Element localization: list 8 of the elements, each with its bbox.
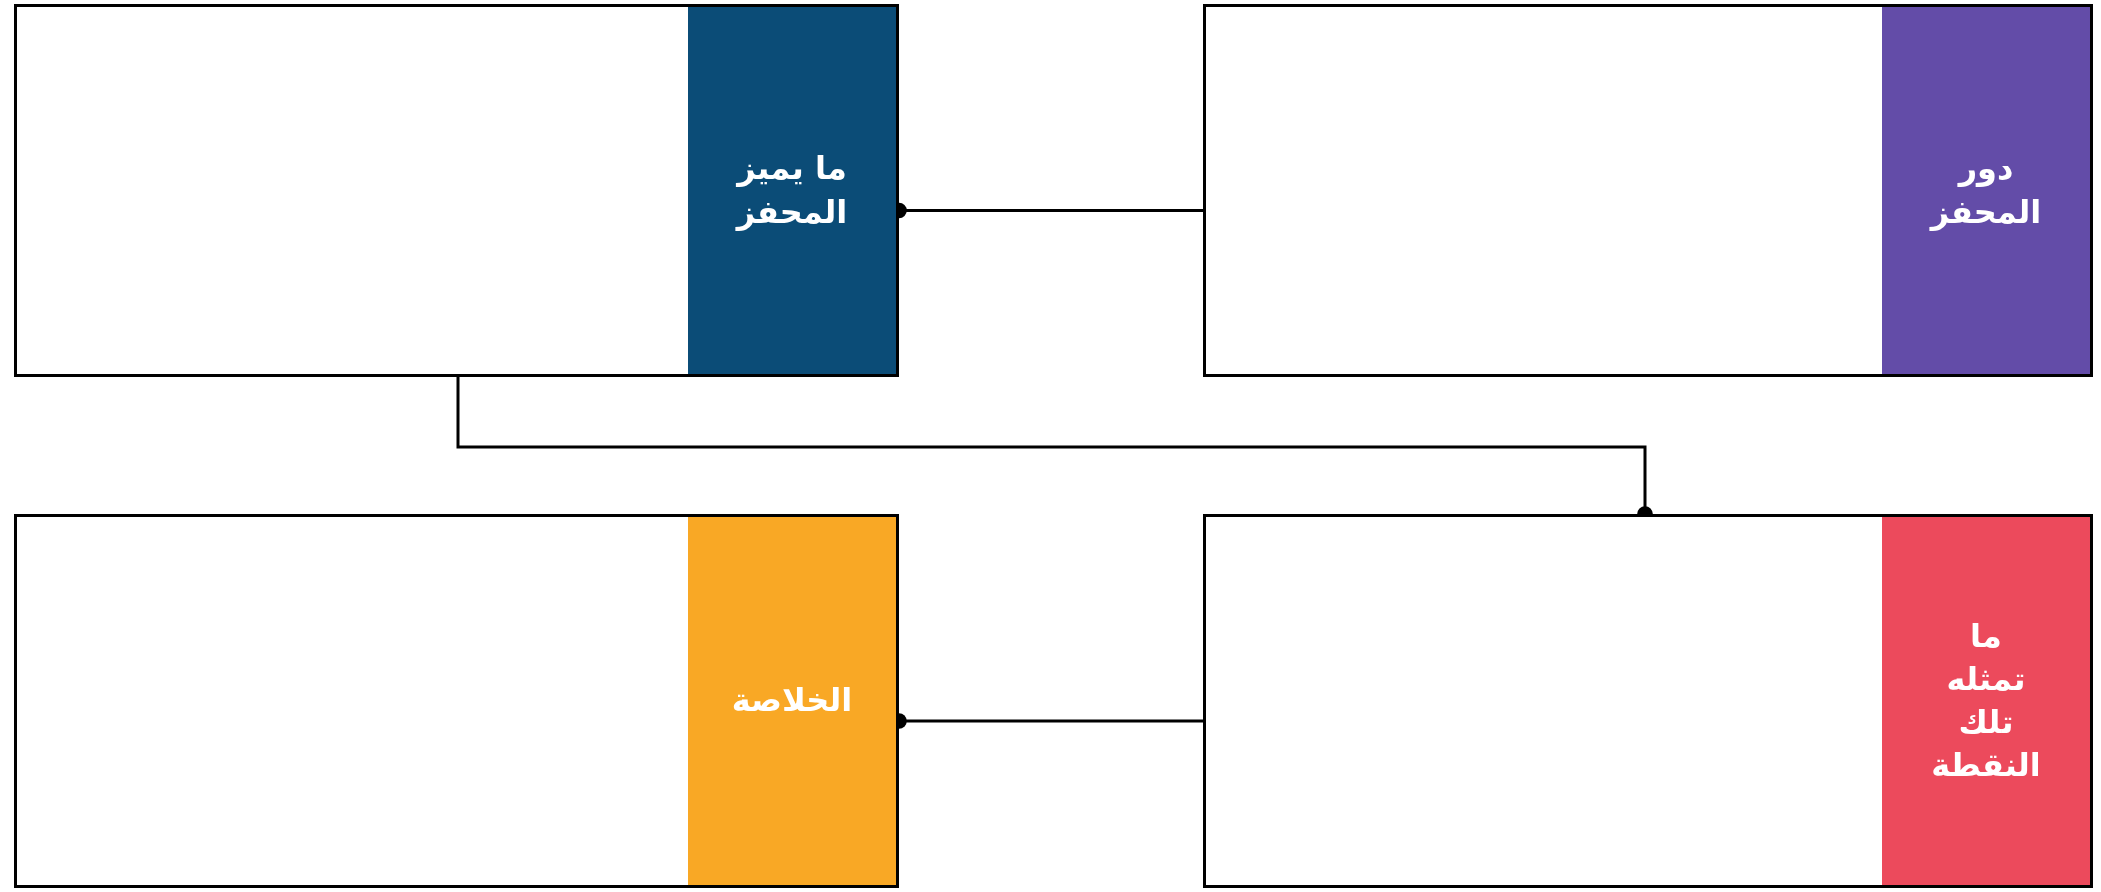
topic-box: [14, 514, 899, 888]
topic-box: [1203, 4, 2093, 377]
topic-title: الخلاصة: [731, 680, 853, 722]
topic-title: ما يميز المحفز: [736, 148, 848, 233]
topic-box: [1203, 514, 2093, 888]
topic-title: ما تمثله تلك النقطة: [1931, 615, 2041, 787]
topic-title: دور المحفز: [1930, 148, 2042, 233]
topic-box: [14, 4, 899, 377]
